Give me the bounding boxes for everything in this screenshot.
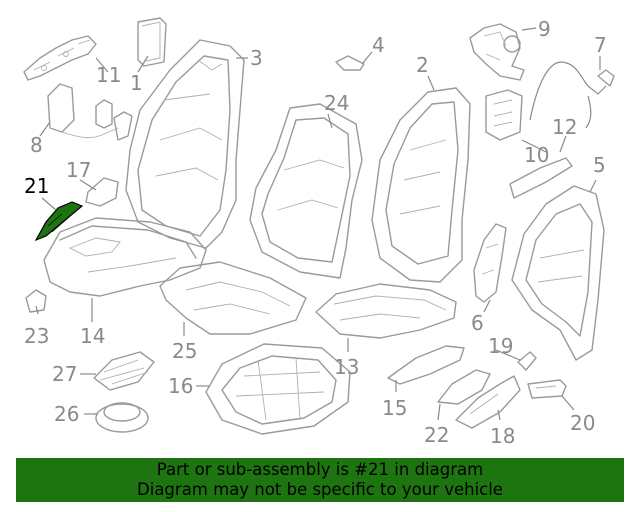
callout-7: 7 xyxy=(594,33,607,57)
part-13-seat-pan xyxy=(315,283,457,339)
callout-21-highlighted: 21 xyxy=(24,174,49,198)
part-5-rear-panel xyxy=(511,185,605,361)
callout-25: 25 xyxy=(172,339,197,363)
callout-5: 5 xyxy=(593,153,606,177)
callout-22: 22 xyxy=(424,423,449,447)
part-10-control-module xyxy=(485,89,523,141)
part-20-switch xyxy=(527,379,567,399)
callout-12: 12 xyxy=(552,115,577,139)
callout-10: 10 xyxy=(524,143,549,167)
callout-13: 13 xyxy=(334,355,359,379)
parts-diagram: 1 2 3 4 5 6 7 8 9 10 11 12 13 14 15 16 1… xyxy=(23,17,615,448)
part-24-backrest-cover xyxy=(249,103,363,279)
callout-26: 26 xyxy=(54,402,79,426)
callout-15: 15 xyxy=(382,396,407,420)
part-1-headrest xyxy=(137,17,167,67)
callout-11: 11 xyxy=(96,63,121,87)
part-21-highlighted xyxy=(34,201,84,242)
banner-line-1: Part or sub-assembly is #21 in diagram xyxy=(156,460,484,479)
part-26-round-pad xyxy=(95,402,149,433)
part-19-cap xyxy=(517,351,537,371)
part-6-side-bracket xyxy=(473,223,507,303)
callout-4: 4 xyxy=(372,33,385,57)
callout-20: 20 xyxy=(570,411,595,435)
part-4-clip xyxy=(335,55,365,71)
part-23-clip xyxy=(25,289,47,313)
part-3-backrest-frame xyxy=(125,39,245,249)
callout-14: 14 xyxy=(80,324,105,348)
callout-24: 24 xyxy=(324,91,349,115)
callout-27: 27 xyxy=(52,362,77,386)
callout-9: 9 xyxy=(538,17,551,41)
callout-8: 8 xyxy=(30,133,43,157)
part-25-trim xyxy=(159,261,307,335)
leader-lines xyxy=(35,27,601,421)
part-8-side-trim xyxy=(47,83,133,141)
callout-2: 2 xyxy=(416,53,429,77)
callout-17: 17 xyxy=(66,158,91,182)
part-15-trim-strip xyxy=(387,345,465,385)
callout-23: 23 xyxy=(24,324,49,348)
callout-19: 19 xyxy=(488,334,513,358)
callout-18: 18 xyxy=(490,424,515,448)
part-14-seat-cushion xyxy=(43,217,207,297)
part-11-bracket xyxy=(23,35,97,81)
part-27-mesh-pad xyxy=(93,351,155,391)
part-2-backrest-shell xyxy=(371,87,471,283)
callout-labels: 1 2 3 4 5 6 7 8 9 10 11 12 13 14 15 16 1… xyxy=(24,17,607,448)
callout-16: 16 xyxy=(168,374,193,398)
part-18-side-cover xyxy=(455,375,521,429)
callout-3: 3 xyxy=(250,46,263,70)
part-16-seat-frame xyxy=(205,343,351,435)
part-7-cable xyxy=(529,61,615,129)
part-9-motor-assembly xyxy=(469,23,525,81)
callout-1: 1 xyxy=(130,71,143,95)
callout-6: 6 xyxy=(471,311,484,335)
banner-line-2: Diagram may not be specific to your vehi… xyxy=(137,480,503,499)
part-17-clip xyxy=(85,177,119,207)
info-banner: Part or sub-assembly is #21 in diagram D… xyxy=(16,458,624,502)
part-12-housing xyxy=(509,157,573,199)
part-22-side-trim xyxy=(437,369,491,405)
